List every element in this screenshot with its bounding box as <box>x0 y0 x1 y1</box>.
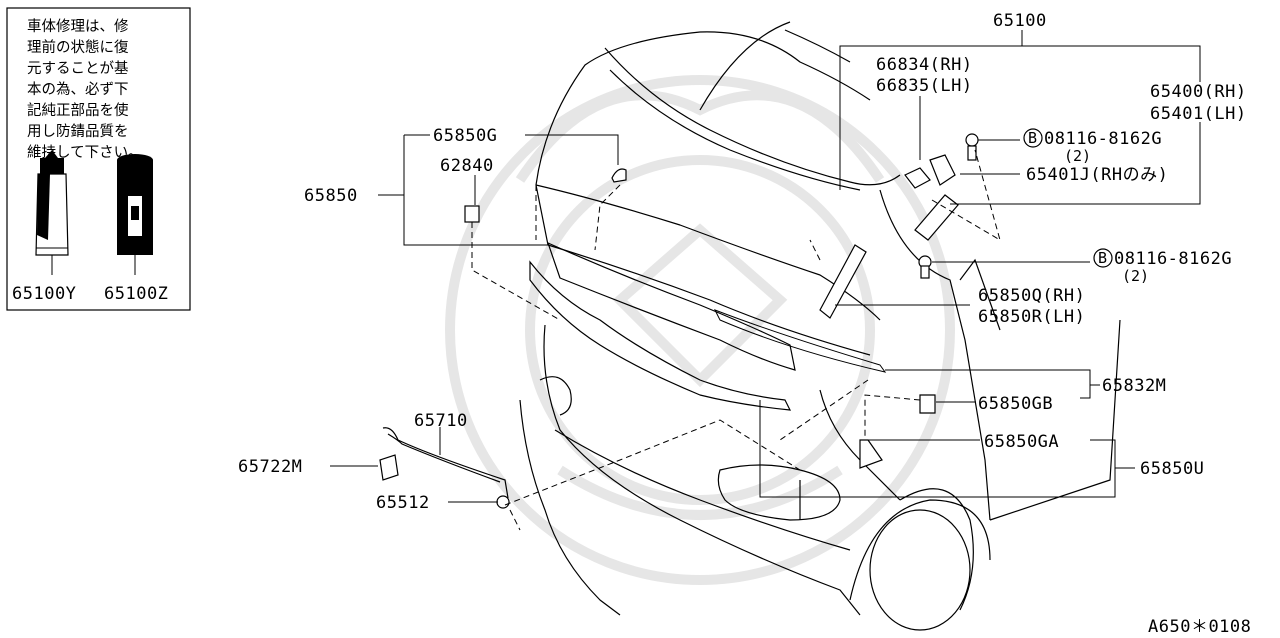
notice-line: 本の為、必ず下 <box>27 81 129 98</box>
part-label-65100y: 65100Y <box>12 284 76 304</box>
notice-box: 車体修理は、修 理前の状態に復 元することが基 本の為、必ず下 記純正部品を使 … <box>6 7 191 311</box>
sealant-tube-icon <box>35 150 69 275</box>
part-label-66835: 66835(LH) <box>876 76 973 96</box>
part-label-62840: 62840 <box>440 156 494 176</box>
part-label-66834: 66834(RH) <box>876 55 973 75</box>
dashed-guides <box>471 149 1001 531</box>
bolt-badge-2: B <box>1093 248 1113 268</box>
watermark-emblem <box>445 75 955 585</box>
part-label-65850r: 65850R(LH) <box>978 307 1085 327</box>
part-label-65722m: 65722M <box>238 457 302 477</box>
bolt-badge-letter: B <box>1028 129 1037 147</box>
part-label-65100z: 65100Z <box>104 284 168 304</box>
part-label-65850: 65850 <box>304 186 358 206</box>
notice-line: 理前の状態に復 <box>27 39 129 56</box>
diagram-code: A650＊0108 <box>1148 617 1251 637</box>
part-label-65832m: 65832M <box>1102 376 1166 396</box>
vehicle-body-outline <box>519 21 1121 631</box>
part-label-65850ga: 65850GA <box>984 432 1059 452</box>
part-qty-bolt-1: (2) <box>1064 147 1091 165</box>
hood-seal-strip <box>529 241 887 411</box>
part-label-65401: 65401(LH) <box>1150 104 1247 124</box>
part-label-bolt-1: 08116-8162G <box>1044 129 1162 149</box>
part-label-65710: 65710 <box>414 411 468 431</box>
part-label-65400: 65400(RH) <box>1150 82 1247 102</box>
part-label-bolt-2: 08116-8162G <box>1114 249 1232 269</box>
notice-line: 記純正部品を使 <box>27 102 129 119</box>
part-qty-bolt-2: (2) <box>1122 267 1149 285</box>
rust-spray-can-icon <box>117 154 153 275</box>
leader-lines <box>330 30 1201 503</box>
notice-line: 用し防錆品質を <box>27 122 129 140</box>
bolt-badge-letter: B <box>1098 249 1107 267</box>
part-label-65850q: 65850Q(RH) <box>978 286 1085 306</box>
part-label-65401j: 65401J(RHのみ) <box>1026 165 1168 185</box>
notice-line: 車体修理は、修 <box>27 18 129 35</box>
part-label-65512: 65512 <box>376 493 430 513</box>
hood-hinge <box>819 133 979 319</box>
notice-line: 元することが基 <box>27 60 129 77</box>
part-label-65850g: 65850G <box>433 126 497 146</box>
bolt-badge-1: B <box>1023 128 1043 148</box>
part-label-65100: 65100 <box>993 11 1047 31</box>
part-label-65850gb: 65850GB <box>978 394 1053 414</box>
part-label-65850u: 65850U <box>1140 459 1204 479</box>
small-parts <box>379 168 936 509</box>
